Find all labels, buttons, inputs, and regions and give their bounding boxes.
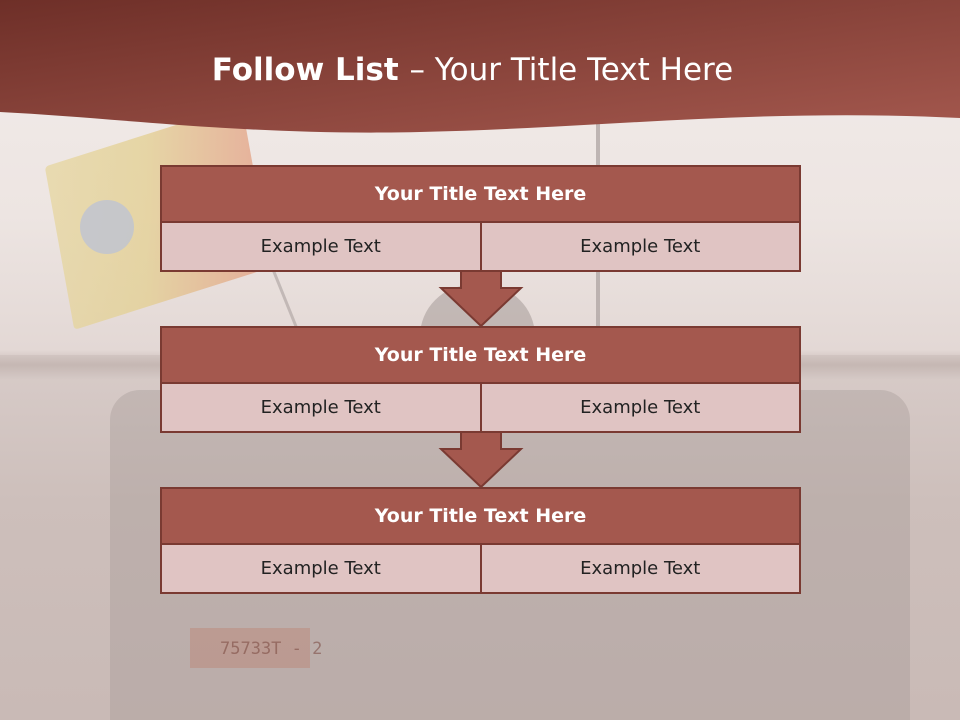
block-row: Example Text Example Text: [160, 384, 801, 433]
list-block-2: Your Title Text Here Example Text Exampl…: [160, 326, 801, 433]
list-block-3: Your Title Text Here Example Text Exampl…: [160, 487, 801, 594]
background-plate: 75733T - 2: [190, 628, 322, 668]
slide-title-bold: Follow List: [211, 52, 410, 88]
block-cell-left: Example Text: [160, 384, 482, 433]
slide-title-rest: – Your Title Text Here: [409, 52, 734, 88]
block-cell-right: Example Text: [481, 223, 801, 272]
block-row: Example Text Example Text: [160, 545, 801, 594]
block-cell-right: Example Text: [481, 545, 801, 594]
block-title: Your Title Text Here: [160, 165, 801, 223]
block-cell-left: Example Text: [160, 545, 482, 594]
header-band: [0, 0, 960, 133]
down-arrow-icon: [438, 270, 524, 328]
block-row: Example Text Example Text: [160, 223, 801, 272]
list-block-1: Your Title Text Here Example Text Exampl…: [160, 165, 801, 272]
down-arrow-icon: [438, 431, 524, 489]
block-cell-left: Example Text: [160, 223, 482, 272]
background-plate-text: 75733T - 2: [220, 639, 322, 659]
block-cell-right: Example Text: [481, 384, 801, 433]
slide-title: Follow List – Your Title Text Here: [0, 52, 945, 88]
block-title: Your Title Text Here: [160, 326, 801, 384]
background-flag-emblem: [80, 200, 134, 254]
block-title: Your Title Text Here: [160, 487, 801, 545]
